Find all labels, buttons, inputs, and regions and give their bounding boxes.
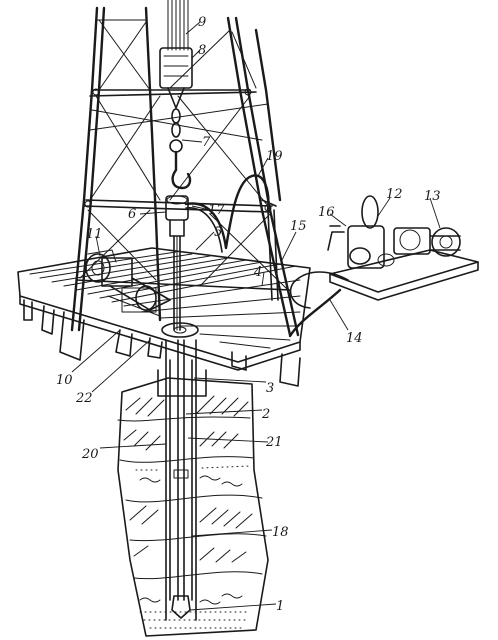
label-4: 4 — [253, 265, 262, 280]
part-labels: 9 8 7 19 17 6 5 11 12 13 16 15 4 14 10 2… — [56, 15, 441, 614]
travelling-block — [159, 47, 193, 89]
hook — [171, 150, 192, 190]
label-7: 7 — [202, 135, 211, 150]
label-11: 11 — [86, 227, 103, 242]
label-1: 1 — [276, 599, 284, 614]
mud-hose — [184, 174, 279, 301]
label-18: 18 — [272, 525, 289, 540]
mud-pump-unit — [288, 195, 479, 338]
label-12: 12 — [386, 187, 403, 202]
leader-lines — [71, 21, 441, 611]
label-15: 15 — [290, 219, 307, 234]
label-14: 14 — [346, 331, 363, 346]
label-8: 8 — [198, 43, 206, 58]
label-6: 6 — [128, 207, 136, 222]
label-17: 17 — [208, 203, 225, 218]
label-10: 10 — [56, 373, 73, 388]
label-13: 13 — [424, 189, 441, 204]
label-5: 5 — [214, 225, 222, 240]
label-16: 16 — [318, 205, 335, 220]
label-2: 2 — [261, 407, 270, 422]
hoisting-system — [159, 0, 193, 237]
rig-floor-platform — [17, 247, 311, 387]
label-21: 21 — [265, 435, 283, 450]
label-3: 3 — [266, 381, 274, 396]
borehole-strata — [117, 339, 269, 637]
label-9: 9 — [198, 15, 206, 30]
drawworks — [85, 249, 171, 317]
label-20: 20 — [81, 447, 99, 462]
drill-bit — [171, 595, 191, 619]
rotary-table — [161, 322, 199, 338]
label-19: 19 — [266, 149, 283, 164]
label-22: 22 — [75, 391, 93, 406]
